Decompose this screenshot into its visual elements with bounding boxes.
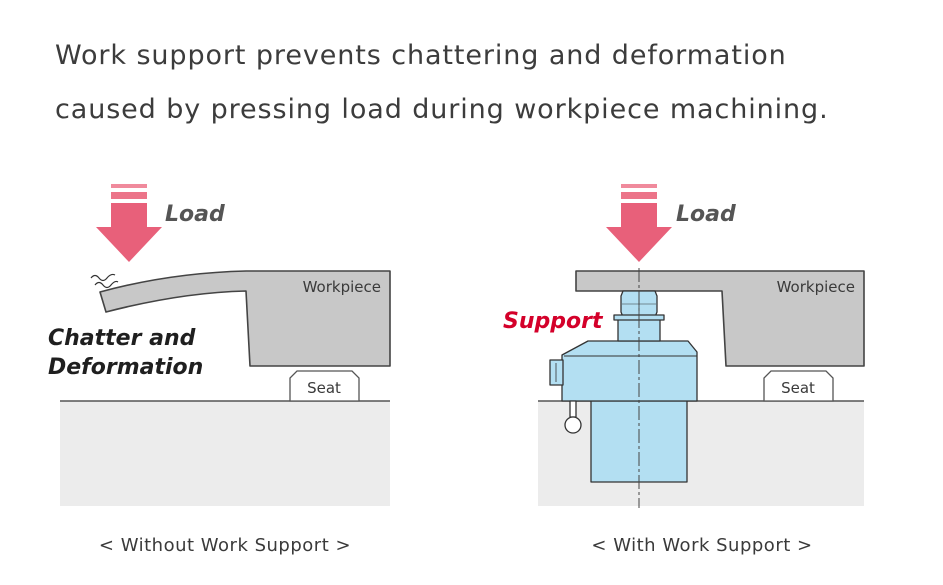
left-base	[60, 400, 390, 506]
left-seat: Seat	[289, 370, 360, 402]
headline-line-2: caused by pressing load during workpiece…	[55, 94, 829, 125]
right-base	[538, 400, 864, 506]
left-seat-label: Seat	[307, 379, 341, 397]
chatter-marks-icon	[90, 273, 119, 289]
left-workpiece-label: Workpiece	[303, 278, 381, 296]
right-workpiece: Workpiece	[575, 270, 865, 367]
right-seat-label: Seat	[781, 379, 815, 397]
left-load-arrow-icon	[96, 184, 162, 262]
left-workpiece: Workpiece	[99, 270, 391, 367]
right-load-label: Load	[676, 202, 736, 227]
right-caption: < With Work Support >	[591, 535, 812, 556]
left-panel: Seat Workpiece Load Chatter and	[48, 184, 391, 556]
left-load-label: Load	[165, 202, 225, 227]
right-workpiece-label: Workpiece	[777, 278, 855, 296]
support-label: Support	[503, 309, 604, 334]
right-panel: Seat Workpiece	[503, 184, 865, 556]
left-caption: < Without Work Support >	[99, 535, 351, 556]
right-seat: Seat	[763, 370, 834, 402]
chatter-label-line-2: Deformation	[48, 355, 203, 380]
right-load-arrow-icon	[606, 184, 672, 262]
headline-line-1: Work support prevents chattering and def…	[55, 40, 787, 71]
chatter-label-line-1: Chatter and	[48, 326, 196, 351]
